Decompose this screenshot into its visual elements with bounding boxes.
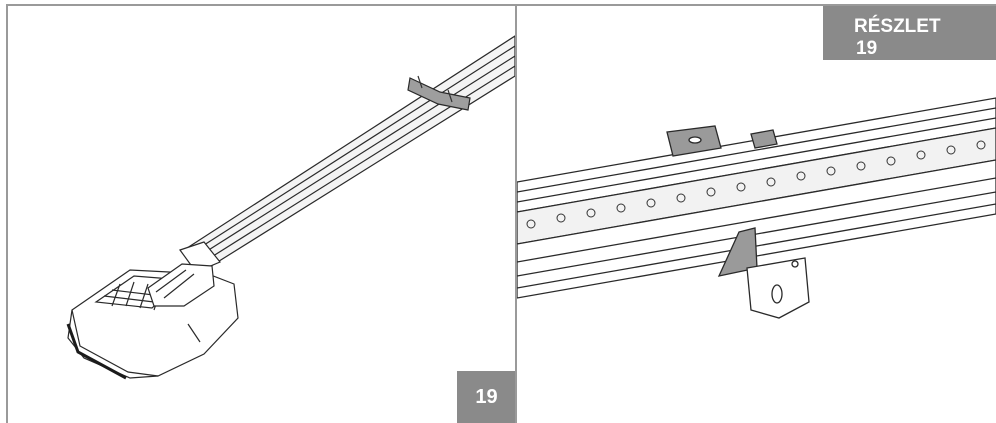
left-illustration-panel: 19 (8, 6, 515, 423)
detail-badge-label: RÉSZLET (854, 16, 941, 37)
chain (517, 127, 996, 245)
panel-divider (515, 4, 517, 423)
right-detail-panel (517, 6, 996, 423)
header-bracket (407, 77, 471, 111)
chain-links (526, 140, 986, 229)
top-frame-line (6, 4, 996, 6)
step-number-badge: 19 (457, 371, 515, 423)
lower-rail (517, 159, 996, 299)
detail-badge: RÉSZLET 19 (823, 6, 996, 60)
opener-rail-illustration (66, 35, 515, 380)
left-frame-line (6, 4, 8, 423)
detail-badge-number: 19 (856, 38, 878, 59)
rail-detail-illustration (517, 97, 996, 319)
